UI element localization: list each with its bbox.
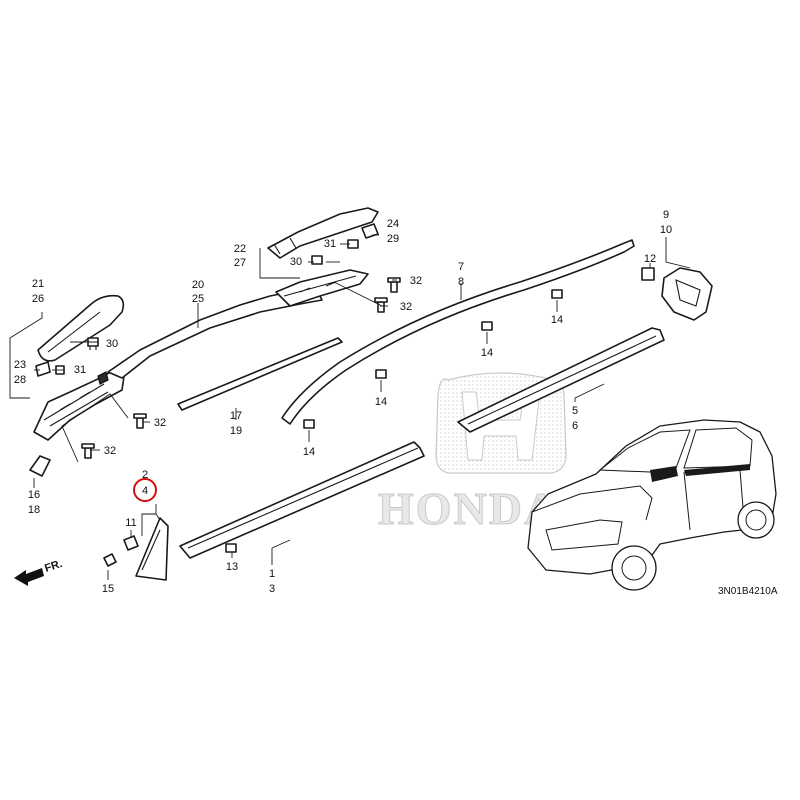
bolt-32-rear-b — [374, 297, 388, 313]
callout-11: 11 — [125, 517, 136, 529]
callout-16: 16 — [28, 489, 40, 501]
leader-lines — [9, 234, 691, 580]
callout-18: 18 — [28, 504, 40, 516]
diagram-code: 3N01B4210A — [718, 586, 778, 597]
callout-32d: 32 — [104, 445, 116, 457]
clip-13 — [225, 543, 237, 553]
clip-14-d — [303, 419, 315, 429]
clip-30-left — [87, 337, 99, 350]
bolt-32-left — [133, 413, 147, 429]
front-direction-label: FR. — [43, 558, 64, 575]
clip-31-upper — [347, 239, 359, 249]
part-rail-base-rear — [275, 269, 369, 307]
callout-31: 31 — [74, 364, 86, 376]
callout-29: 29 — [387, 233, 399, 245]
callout-32a: 32 — [410, 275, 422, 287]
callout-8: 8 — [458, 276, 464, 288]
callout-20: 20 — [192, 279, 204, 291]
callout-13: 13 — [226, 561, 238, 573]
part-12-clip — [641, 267, 655, 281]
part-rear-corner-cover — [661, 267, 713, 321]
callout-23: 23 — [14, 359, 26, 371]
highlight-circle-part-4 — [133, 478, 157, 502]
callout-14d: 14 — [303, 446, 315, 458]
callout-14a: 14 — [551, 314, 563, 326]
callout-28: 28 — [14, 374, 26, 386]
part-23-28 — [35, 361, 51, 377]
callout-21: 21 — [32, 278, 44, 290]
part-15-nut — [103, 553, 117, 567]
callout-14c: 14 — [375, 396, 387, 408]
callout-24: 24 — [387, 218, 399, 230]
callout-32b: 32 — [400, 301, 412, 313]
callout-14b: 14 — [481, 347, 493, 359]
honda-watermark-text: HONDA — [378, 483, 559, 534]
clip-30-upper — [311, 255, 323, 265]
callout-5: 5 — [572, 405, 578, 417]
part-roof-molding — [281, 239, 635, 425]
callout-32c: 32 — [154, 417, 166, 429]
callout-26: 26 — [32, 293, 44, 305]
callout-labels: 21 26 30 31 23 28 20 25 22 27 30 31 24 2… — [14, 209, 672, 595]
part-triangle-garnish — [135, 517, 169, 581]
callout-2: 2 — [142, 469, 148, 481]
part-24-29 — [361, 223, 379, 239]
part-end-cap — [29, 455, 51, 477]
callout-3: 3 — [269, 583, 275, 595]
part-11-clip — [123, 535, 139, 551]
callout-10: 10 — [660, 224, 672, 236]
callout-25: 25 — [192, 293, 204, 305]
callout-4: 4 — [142, 485, 148, 497]
part-rear-end-cover — [267, 207, 379, 259]
front-direction-arrow: FR. — [14, 558, 64, 586]
callout-30b: 30 — [290, 256, 302, 268]
part-roof-strip — [177, 337, 343, 411]
callout-30: 30 — [106, 338, 118, 350]
callout-15: 15 — [102, 583, 114, 595]
callout-31b: 31 — [324, 238, 336, 250]
callout-1: 1 — [269, 568, 275, 580]
part-belt-molding-upper — [457, 327, 665, 433]
part-roof-rail-base — [33, 369, 125, 441]
vehicle-illustration — [527, 419, 777, 591]
callout-17: 17 — [230, 410, 242, 422]
callout-19: 19 — [230, 425, 242, 437]
callout-12: 12 — [644, 253, 656, 265]
callout-7: 7 — [458, 261, 464, 273]
part-front-molding — [37, 294, 125, 362]
callout-9: 9 — [663, 209, 669, 221]
clip-14-c — [375, 369, 387, 379]
callout-27: 27 — [234, 257, 246, 269]
callout-22: 22 — [234, 243, 246, 255]
clip-14-b — [481, 321, 493, 331]
clip-14-a — [551, 289, 563, 299]
bolt-32-lower — [81, 443, 95, 459]
part-belt-molding-lower — [179, 441, 425, 559]
callout-6: 6 — [572, 420, 578, 432]
